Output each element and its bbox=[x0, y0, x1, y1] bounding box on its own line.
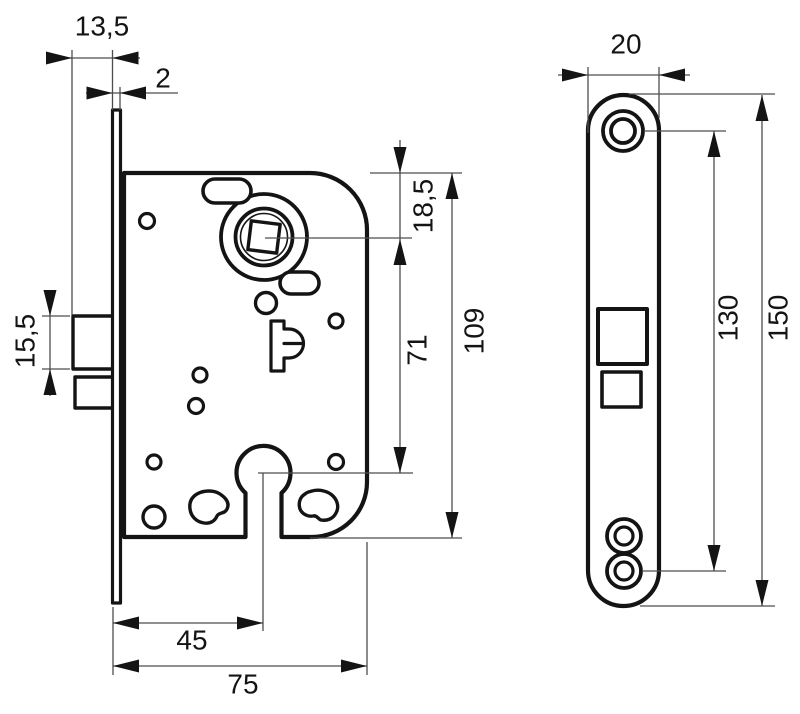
latch-opening bbox=[596, 307, 649, 366]
dim-130-arrow-bottom bbox=[707, 545, 721, 571]
dim-150-arrow-bottom bbox=[755, 580, 769, 606]
dim-20-arrow-left bbox=[562, 68, 588, 82]
lever-detail bbox=[269, 319, 306, 373]
dim-20-arrow-right bbox=[659, 68, 685, 82]
dim-15-5-arrow-top bbox=[43, 290, 57, 316]
dim-label-plate-thickness: 2 bbox=[155, 63, 171, 94]
fixing-hole bbox=[141, 504, 167, 530]
front-view-dimensions: 20 130 150 bbox=[558, 29, 794, 607]
rivet-hole bbox=[191, 366, 209, 384]
dim-45-arrow-right bbox=[237, 616, 263, 630]
dim-label-plate-width: 20 bbox=[610, 29, 641, 60]
side-view-dimensions: 13,5 2 15,5 18,5 71 109 45 75 bbox=[10, 11, 490, 700]
dim-label-case-height: 109 bbox=[459, 308, 490, 355]
rivet-hole bbox=[145, 453, 163, 471]
side-view: 13,5 2 15,5 18,5 71 109 45 75 bbox=[10, 11, 490, 700]
rivet-hole bbox=[253, 290, 279, 316]
rivet-hole bbox=[186, 396, 206, 416]
dim-label-bolt-projection: 13,5 bbox=[75, 11, 130, 42]
front-view: 20 130 150 bbox=[558, 29, 794, 609]
dim-label-screw-spacing: 130 bbox=[713, 295, 744, 342]
dim-label-top-to-spindle: 18,5 bbox=[408, 179, 439, 234]
rivet-hole bbox=[326, 452, 346, 472]
blob-cutout-right bbox=[297, 488, 340, 522]
dead-bolt bbox=[73, 375, 118, 410]
dim-label-case-depth: 75 bbox=[227, 669, 258, 700]
lock-case-outline bbox=[121, 170, 370, 540]
dim-45-arrow-left bbox=[113, 616, 139, 630]
dim-15-5-arrow-bottom bbox=[43, 369, 57, 395]
dim-109-arrow-top bbox=[445, 173, 459, 199]
dim-label-spindle-to-keyhole: 71 bbox=[402, 334, 433, 365]
bottom-screw-holes bbox=[605, 517, 643, 590]
spindle-square-hole bbox=[246, 219, 282, 255]
dim-18-5-arrow-top bbox=[393, 147, 407, 173]
bottom-screw-bore bbox=[613, 525, 635, 547]
dim-150-arrow-top bbox=[755, 95, 769, 121]
dim-label-latch-height: 15,5 bbox=[10, 314, 41, 369]
rivet-hole bbox=[137, 211, 157, 231]
blob-cutout-left bbox=[188, 489, 230, 525]
dim-2-arrow-right bbox=[120, 86, 146, 100]
lower-screw-bore bbox=[613, 560, 635, 582]
faceplate-edge bbox=[110, 108, 123, 605]
dim-2-arrow-left bbox=[86, 86, 113, 100]
dim-75-arrow-left bbox=[113, 659, 139, 673]
dim-label-plate-length: 150 bbox=[763, 295, 794, 342]
rivet-hole bbox=[327, 312, 345, 330]
dim-130-arrow-top bbox=[707, 131, 721, 157]
top-screw-hole bbox=[601, 109, 645, 153]
dim-13-5-arrow-right bbox=[112, 51, 139, 65]
dim-label-backset: 45 bbox=[176, 625, 207, 656]
deadbolt-opening bbox=[600, 370, 643, 409]
dim-71-arrow-bottom bbox=[393, 447, 407, 473]
slot-cutout-mid bbox=[278, 270, 321, 296]
dim-75-arrow-right bbox=[341, 659, 367, 673]
top-screw-bore bbox=[609, 117, 637, 145]
latch-bolt bbox=[71, 314, 118, 371]
dim-109-arrow-bottom bbox=[445, 512, 459, 538]
slot-cutout-top bbox=[201, 177, 253, 205]
dim-13-5-arrow-left bbox=[46, 51, 72, 65]
spindle-hub bbox=[219, 192, 309, 282]
dim-18-5-arrow-bottom bbox=[393, 239, 407, 265]
